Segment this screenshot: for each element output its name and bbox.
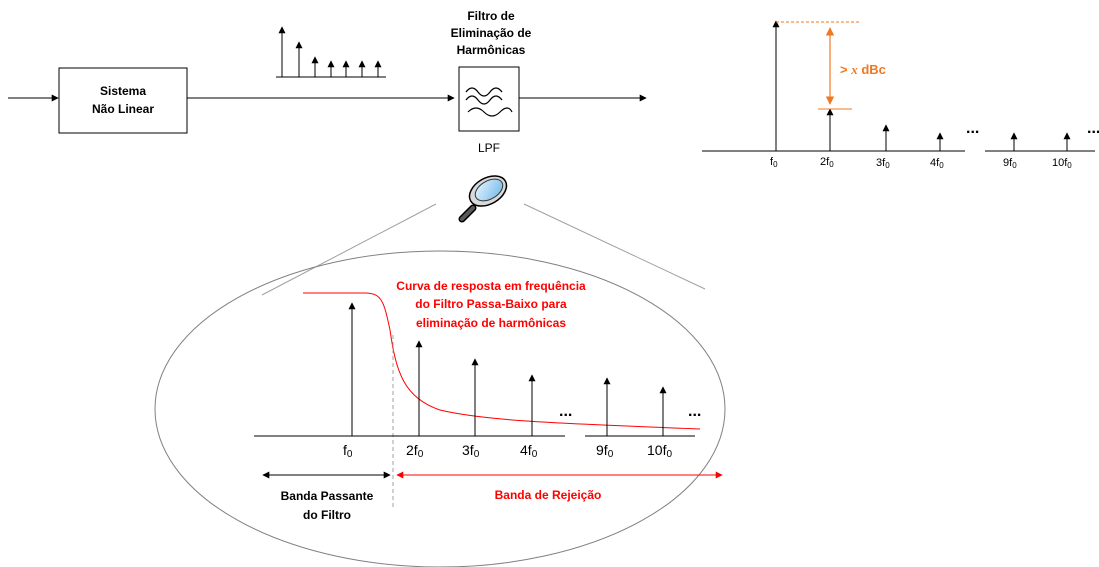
filter-title-line1: Filtro de <box>467 9 515 23</box>
zoom-label-9f0: 9f0 <box>596 442 614 460</box>
zoom-label-f0: f0 <box>343 442 353 460</box>
filter-title-line3: Harmônicas <box>457 43 526 57</box>
zoom-label-3f0: 3f0 <box>462 442 480 460</box>
ellipsis-top-2: ... <box>1087 120 1099 137</box>
zoom-label-4f0: 4f0 <box>520 442 538 460</box>
top-label-3f0: 3f0 <box>876 157 890 170</box>
filter-title-line2: Eliminação de <box>451 26 532 40</box>
magnifier-icon <box>458 175 508 223</box>
top-label-2f0: 2f0 <box>820 156 834 169</box>
lpf-block <box>458 66 520 132</box>
passband-label-line1: Banda Passante <box>281 489 374 503</box>
top-label-10f0: 10f0 <box>1052 157 1072 170</box>
mini-spectrum <box>276 26 386 78</box>
ellipsis-top-1: ... <box>966 120 979 137</box>
stopband-label: Banda de Rejeição <box>495 488 602 502</box>
passband-label-line2: do Filtro <box>303 508 351 522</box>
zoom-label-10f0: 10f0 <box>647 442 672 460</box>
top-label-9f0: 9f0 <box>1003 157 1017 170</box>
nonlinear-system-block <box>58 67 188 134</box>
curve-label-line2: do Filtro Passa-Baixo para <box>415 297 567 311</box>
output-spectrum <box>702 20 1095 152</box>
zoom-ellipse <box>154 250 726 567</box>
top-label-f0: f0 <box>770 156 778 169</box>
top-label-4f0: 4f0 <box>930 157 944 170</box>
dbc-label: > x dBc <box>840 62 886 77</box>
curve-label-line3: eliminação de harmônicas <box>416 316 566 330</box>
ellipsis-zoom-1: ... <box>559 403 572 420</box>
system-label-line2: Não Linear <box>92 102 154 116</box>
zoom-spectrum <box>254 302 695 437</box>
zoom-line-left <box>261 203 437 296</box>
ellipsis-zoom-2: ... <box>688 403 701 420</box>
lpf-label: LPF <box>478 141 500 155</box>
curve-label-line1: Curva de resposta em frequência <box>396 279 586 293</box>
lpf-response-curve <box>303 292 701 430</box>
zoom-label-2f0: 2f0 <box>406 442 424 460</box>
zoom-line-right <box>523 203 706 290</box>
lowpass-symbol-icon <box>465 87 513 117</box>
system-label-line1: Sistema <box>100 84 146 98</box>
